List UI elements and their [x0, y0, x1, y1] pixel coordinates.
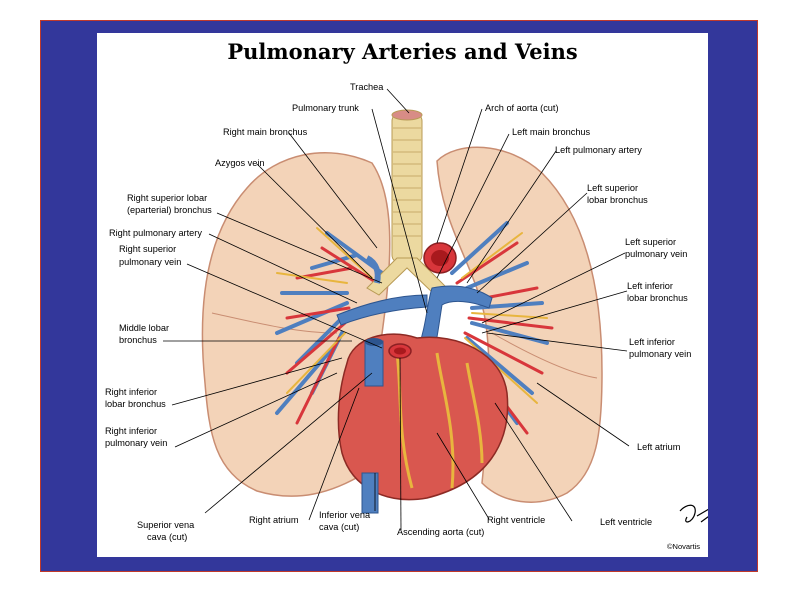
label-azygos-vein: Azygos vein — [215, 158, 265, 168]
label-left-inferior-pulmonary-vein-1: Left inferior — [629, 337, 675, 347]
label-right-atrium: Right atrium — [249, 515, 299, 525]
label-left-superior-lobar-bronchus-1: Left superior — [587, 183, 638, 193]
label-left-inferior-lobar-bronchus-2: lobar bronchus — [627, 293, 688, 303]
superior-vena-cava-shape — [364, 340, 384, 387]
label-right-inferior-lobar-bronchus-2: lobar bronchus — [105, 399, 166, 409]
labels: Trachea Pulmonary trunk Arch of aorta (c… — [105, 82, 691, 542]
label-right-superior-lobar-bronchus-1: Right superior lobar — [127, 193, 207, 203]
label-superior-vena-cava-1: Superior vena — [137, 520, 195, 530]
label-superior-vena-cava-2: cava (cut) — [147, 532, 187, 542]
label-left-inferior-pulmonary-vein-2: pulmonary vein — [629, 349, 691, 359]
right-lung-fissure — [211, 312, 338, 334]
label-arch-of-aorta: Arch of aorta (cut) — [485, 103, 559, 113]
label-inferior-vena-cava-1: Inferior vena — [319, 510, 371, 520]
diagram-title: Pulmonary Arteries and Veins — [227, 39, 578, 64]
label-right-ventricle: Right ventricle — [487, 515, 545, 525]
copyright-note: ©Novartis — [667, 542, 700, 551]
label-right-pulmonary-artery: Right pulmonary artery — [109, 228, 202, 238]
diagram-panel: Pulmonary Arteries and Veins — [97, 33, 708, 557]
azygos-vein-shape — [365, 255, 381, 284]
label-ascending-aorta: Ascending aorta (cut) — [397, 527, 484, 537]
left-branches — [450, 221, 554, 435]
label-inferior-vena-cava-2: cava (cut) — [319, 522, 359, 532]
left-lung-fissure — [491, 332, 598, 379]
label-pulmonary-trunk: Pulmonary trunk — [292, 103, 359, 113]
label-left-main-bronchus: Left main bronchus — [512, 127, 591, 137]
label-left-ventricle: Left ventricle — [600, 517, 652, 527]
leader-lines — [163, 88, 630, 531]
lungs-illustration: Trachea Pulmonary trunk Arch of aorta (c… — [105, 82, 708, 551]
label-left-inferior-lobar-bronchus-1: Left inferior — [627, 281, 673, 291]
label-trachea: Trachea — [350, 82, 384, 92]
label-left-pulmonary-artery: Left pulmonary artery — [555, 145, 642, 155]
label-left-atrium: Left atrium — [637, 442, 681, 452]
label-right-inferior-pulmonary-vein-1: Right inferior — [105, 426, 157, 436]
label-right-inferior-lobar-bronchus-1: Right inferior — [105, 387, 157, 397]
label-middle-lobar-bronchus-2: bronchus — [119, 335, 157, 345]
label-left-superior-pulmonary-vein-1: Left superior — [625, 237, 676, 247]
label-right-superior-pulmonary-vein-2: pulmonary vein — [119, 257, 181, 267]
label-left-superior-lobar-bronchus-2: lobar bronchus — [587, 195, 648, 205]
label-left-superior-pulmonary-vein-2: pulmonary vein — [625, 249, 687, 259]
label-right-inferior-pulmonary-vein-2: pulmonary vein — [105, 438, 167, 448]
inferior-vena-cava-shape — [361, 472, 379, 514]
label-right-main-bronchus: Right main bronchus — [223, 127, 308, 137]
label-right-superior-pulmonary-vein-1: Right superior — [119, 244, 176, 254]
right-pulmonary-artery-shape — [336, 294, 428, 326]
artist-signature — [679, 504, 708, 523]
trachea-shape — [366, 109, 448, 296]
label-right-superior-lobar-bronchus-2: (eparterial) bronchus — [127, 205, 212, 215]
label-middle-lobar-bronchus-1: Middle lobar — [119, 323, 169, 333]
